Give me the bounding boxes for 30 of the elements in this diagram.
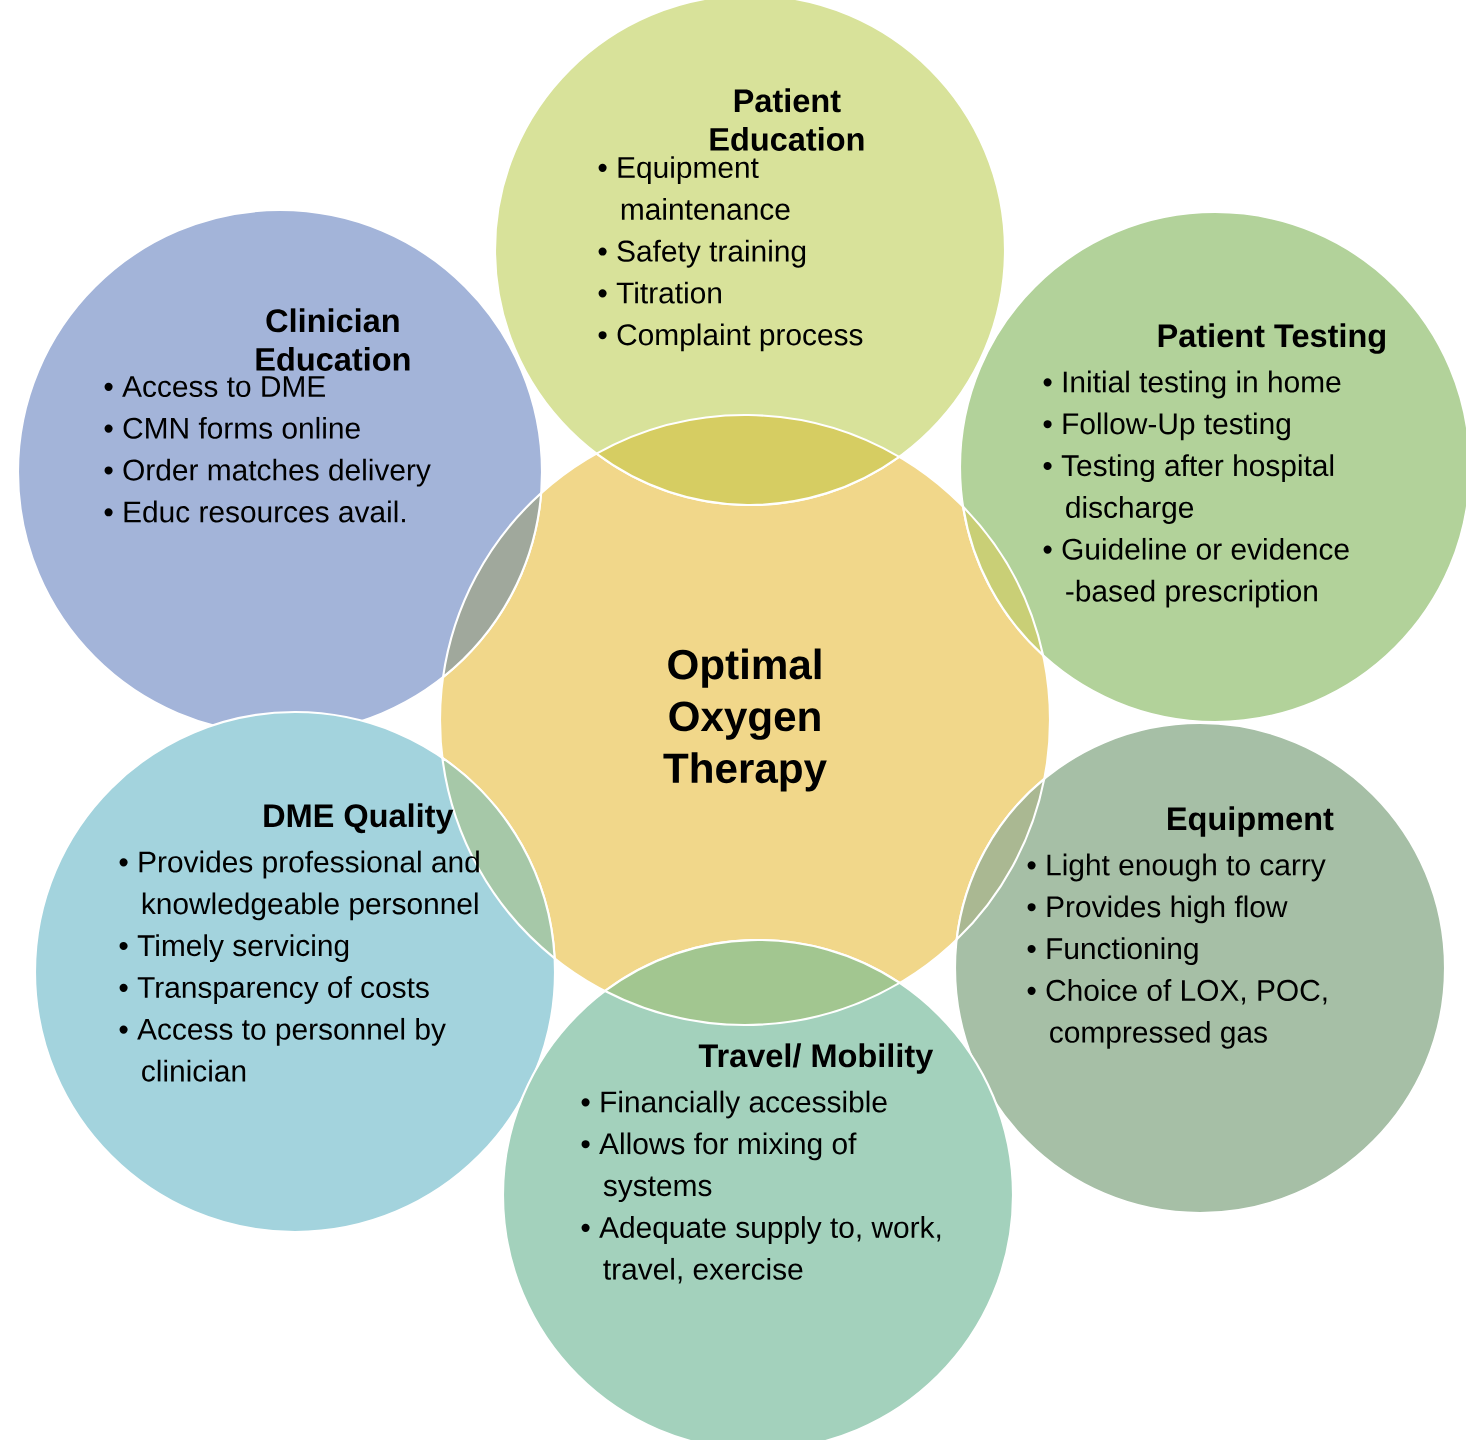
bullet-item: • Complaint process bbox=[598, 323, 863, 352]
bullet-item: • Guideline or evidence -based prescription bbox=[1043, 537, 1349, 608]
bullet-item: • Timely servicing bbox=[119, 934, 349, 963]
bullet-item: • Follow-Up testing bbox=[1043, 412, 1290, 441]
bullet-item: • Safety training bbox=[598, 239, 806, 268]
circle-heading: DME Quality bbox=[264, 803, 454, 834]
bullet-item: • Titration bbox=[598, 281, 721, 304]
center-title: Optimal Oxygen Therapy bbox=[663, 648, 827, 792]
bullet-item: • Testing after hospital discharge bbox=[1043, 454, 1334, 524]
bullet-item: • Provides high flow bbox=[1027, 895, 1288, 924]
bullet-item: • Equipment maintenance bbox=[598, 156, 790, 220]
bullet-item: • Light enough to carry bbox=[1027, 853, 1326, 882]
bullet-item: • Access to personnel by clinician bbox=[119, 1017, 446, 1082]
circle-heading: Patient Education bbox=[710, 88, 864, 151]
bullet-item: • Order matches delivery bbox=[104, 458, 431, 487]
bullet-item: • Transparency of costs bbox=[119, 976, 429, 1004]
bullet-item: • Educ resources avail. bbox=[104, 500, 405, 523]
circle-heading: Equipment bbox=[1168, 806, 1334, 837]
circle-heading: Travel/ Mobility bbox=[698, 1043, 934, 1074]
circle-heading: Patient Testing bbox=[1158, 323, 1385, 354]
bullet-item: • CMN forms online bbox=[104, 416, 360, 439]
bullet-item: • Initial testing in home bbox=[1043, 370, 1341, 399]
bullet-item: • Allows for mixing of systems bbox=[581, 1132, 857, 1203]
bullet-item: • Financially accessible bbox=[581, 1090, 887, 1119]
bullet-item: • Functioning bbox=[1027, 937, 1198, 966]
bullet-item: • Access to DME bbox=[104, 376, 325, 397]
circle-heading: Clinician Education bbox=[256, 308, 410, 371]
bullet-item: • Adequate supply to, work, travel, exercise bbox=[581, 1216, 941, 1284]
bullet-item: • Choice of LOX, POC, compressed gas bbox=[1027, 979, 1327, 1049]
bullet-item: • Provides professional and knowledgeable personnel bbox=[119, 850, 479, 921]
